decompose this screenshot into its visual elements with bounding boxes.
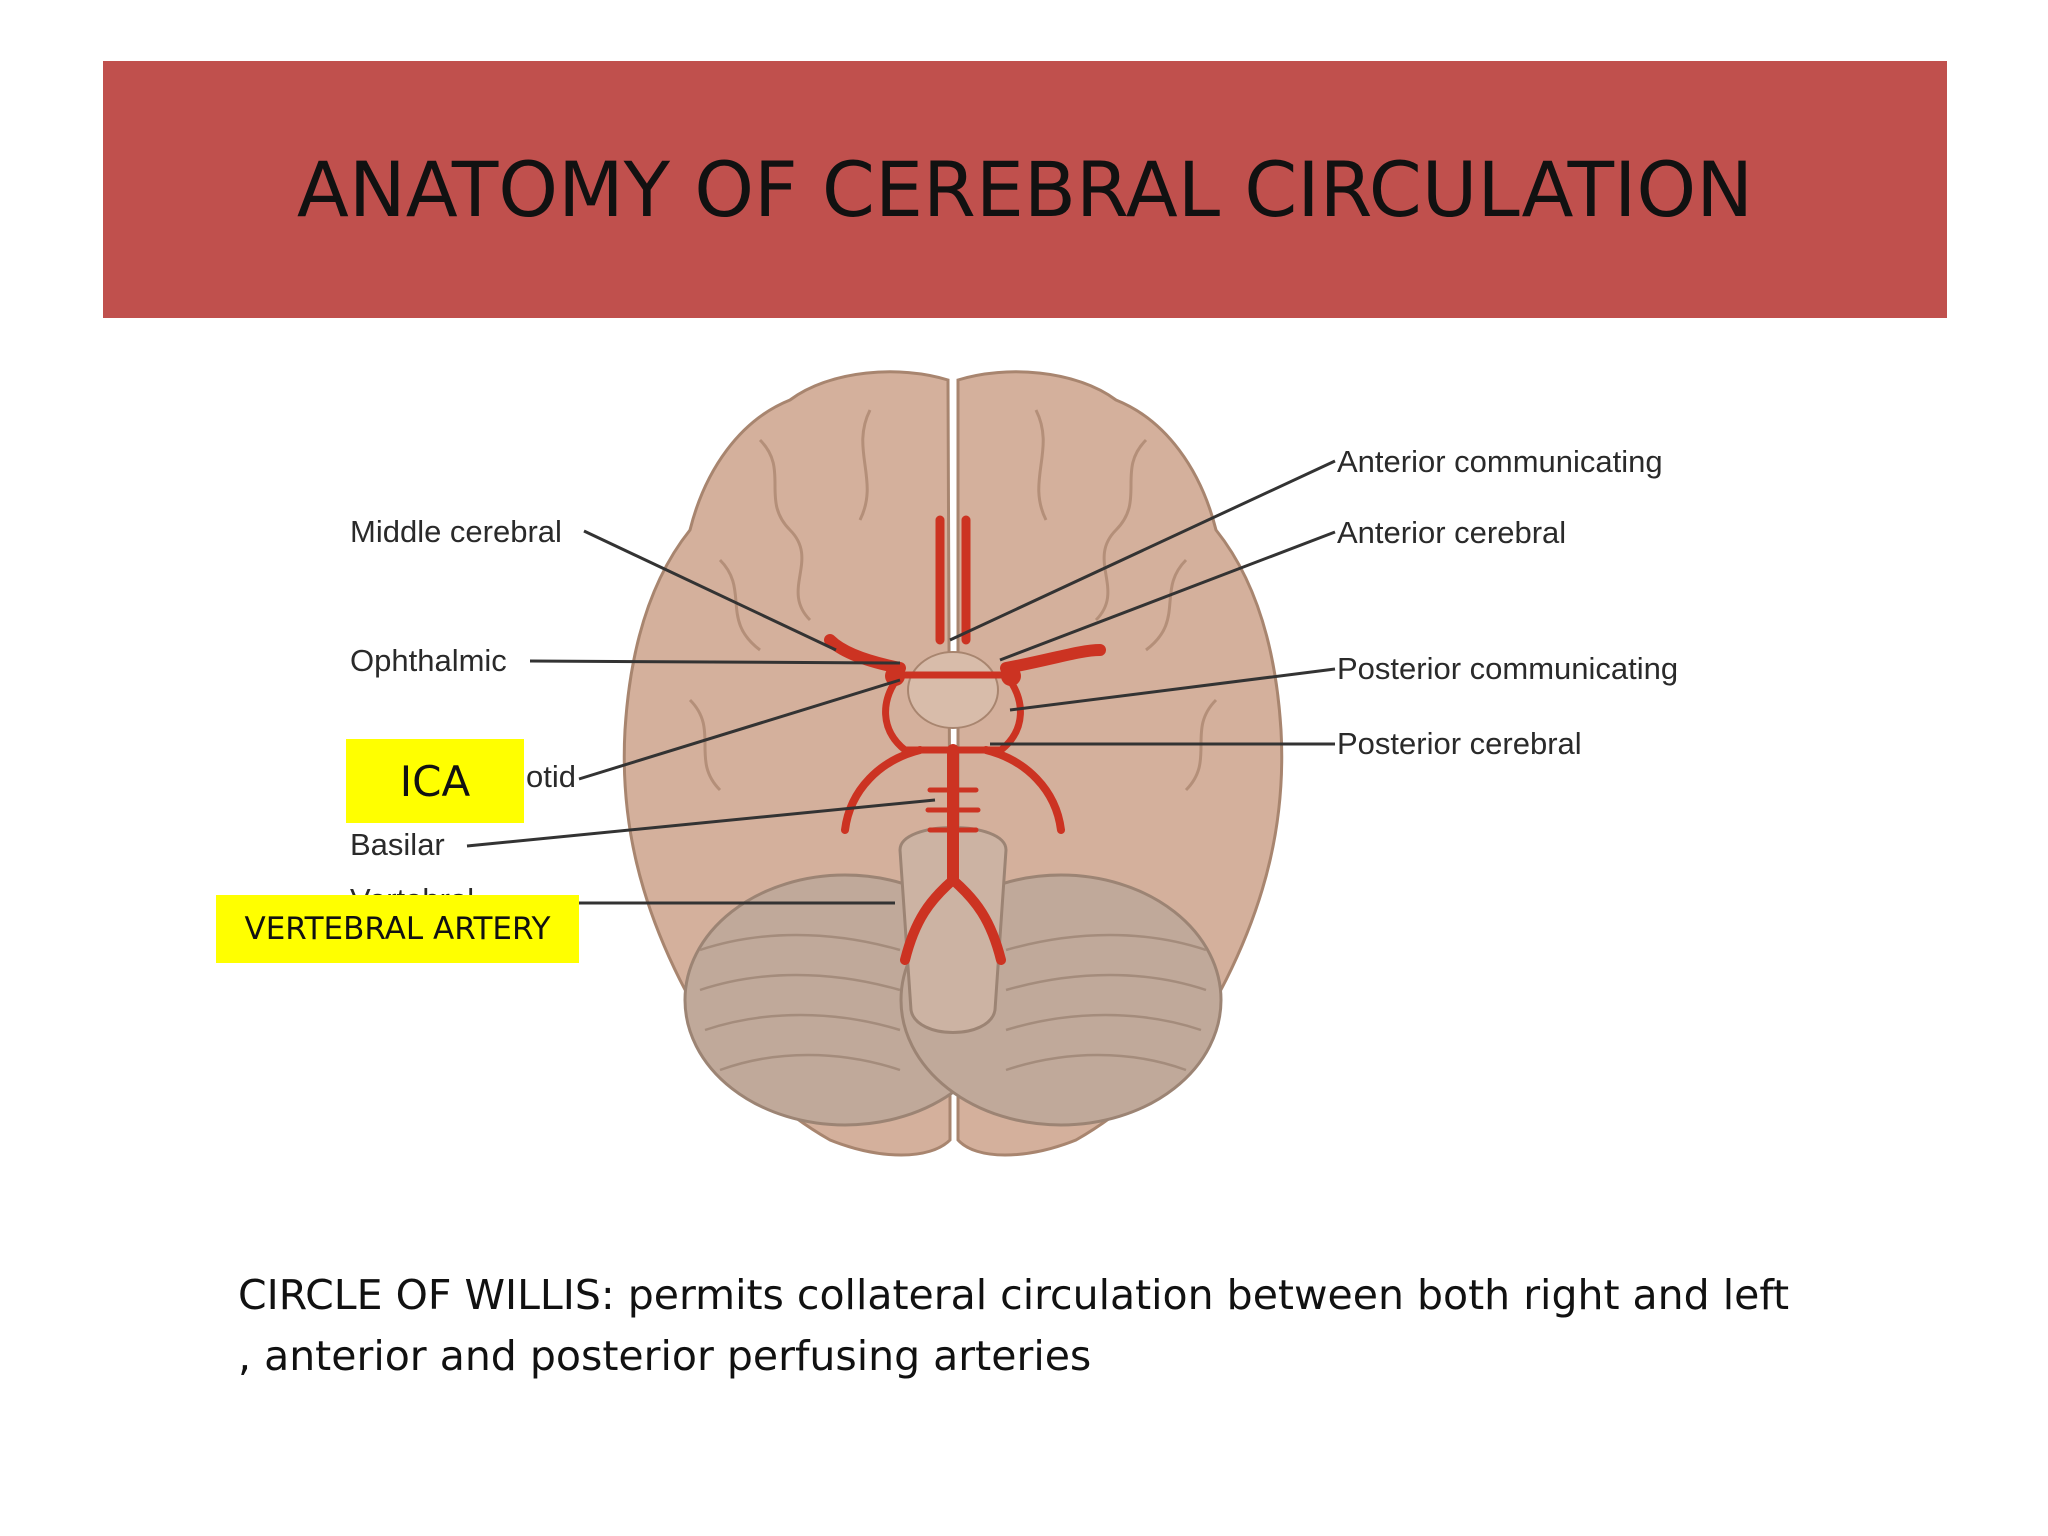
label-ophthalmic: Ophthalmic [350, 643, 507, 678]
posterior-cerebral-right [982, 746, 1065, 834]
brainstem [898, 826, 1008, 1034]
label-carotid-partial: otid [526, 759, 576, 794]
title-band: ANATOMY OF CEREBRAL CIRCULATION [103, 61, 1947, 318]
ica-right-stump [1001, 666, 1021, 686]
label-basilar: Basilar [350, 827, 445, 862]
slide-title: ANATOMY OF CEREBRAL CIRCULATION [296, 145, 1754, 234]
caption: CIRCLE OF WILLIS: permits collateral cir… [238, 1265, 1838, 1387]
anterior-cerebral-arteries [935, 515, 971, 645]
posterior-cerebral-left [841, 746, 924, 834]
label-posterior-cerebral: Posterior cerebral [1337, 726, 1582, 761]
middle-cerebral-right [1000, 644, 1106, 674]
arteries [824, 515, 1106, 965]
ica-highlight-label: ICA [346, 739, 524, 823]
label-anterior-cerebral: Anterior cerebral [1337, 515, 1566, 550]
caption-line-1: CIRCLE OF WILLIS: permits collateral cir… [238, 1271, 1790, 1319]
leader-lines [466, 459, 1336, 905]
brain-illustration [622, 370, 1284, 1157]
vertebral-arteries [900, 875, 1006, 965]
circle-of-willis-ring [882, 671, 1024, 754]
label-posterior-communicating: Posterior communicating [1337, 651, 1678, 686]
middle-cerebral-left [824, 634, 906, 674]
optic-chiasm [907, 651, 999, 729]
label-middle-cerebral: Middle cerebral [350, 514, 562, 549]
caption-line-2: , anterior and posterior perfusing arter… [238, 1332, 1092, 1380]
label-anterior-communicating: Anterior communicating [1337, 444, 1663, 479]
vertebral-artery-highlight-label: VERTEBRAL ARTERY [216, 895, 579, 963]
